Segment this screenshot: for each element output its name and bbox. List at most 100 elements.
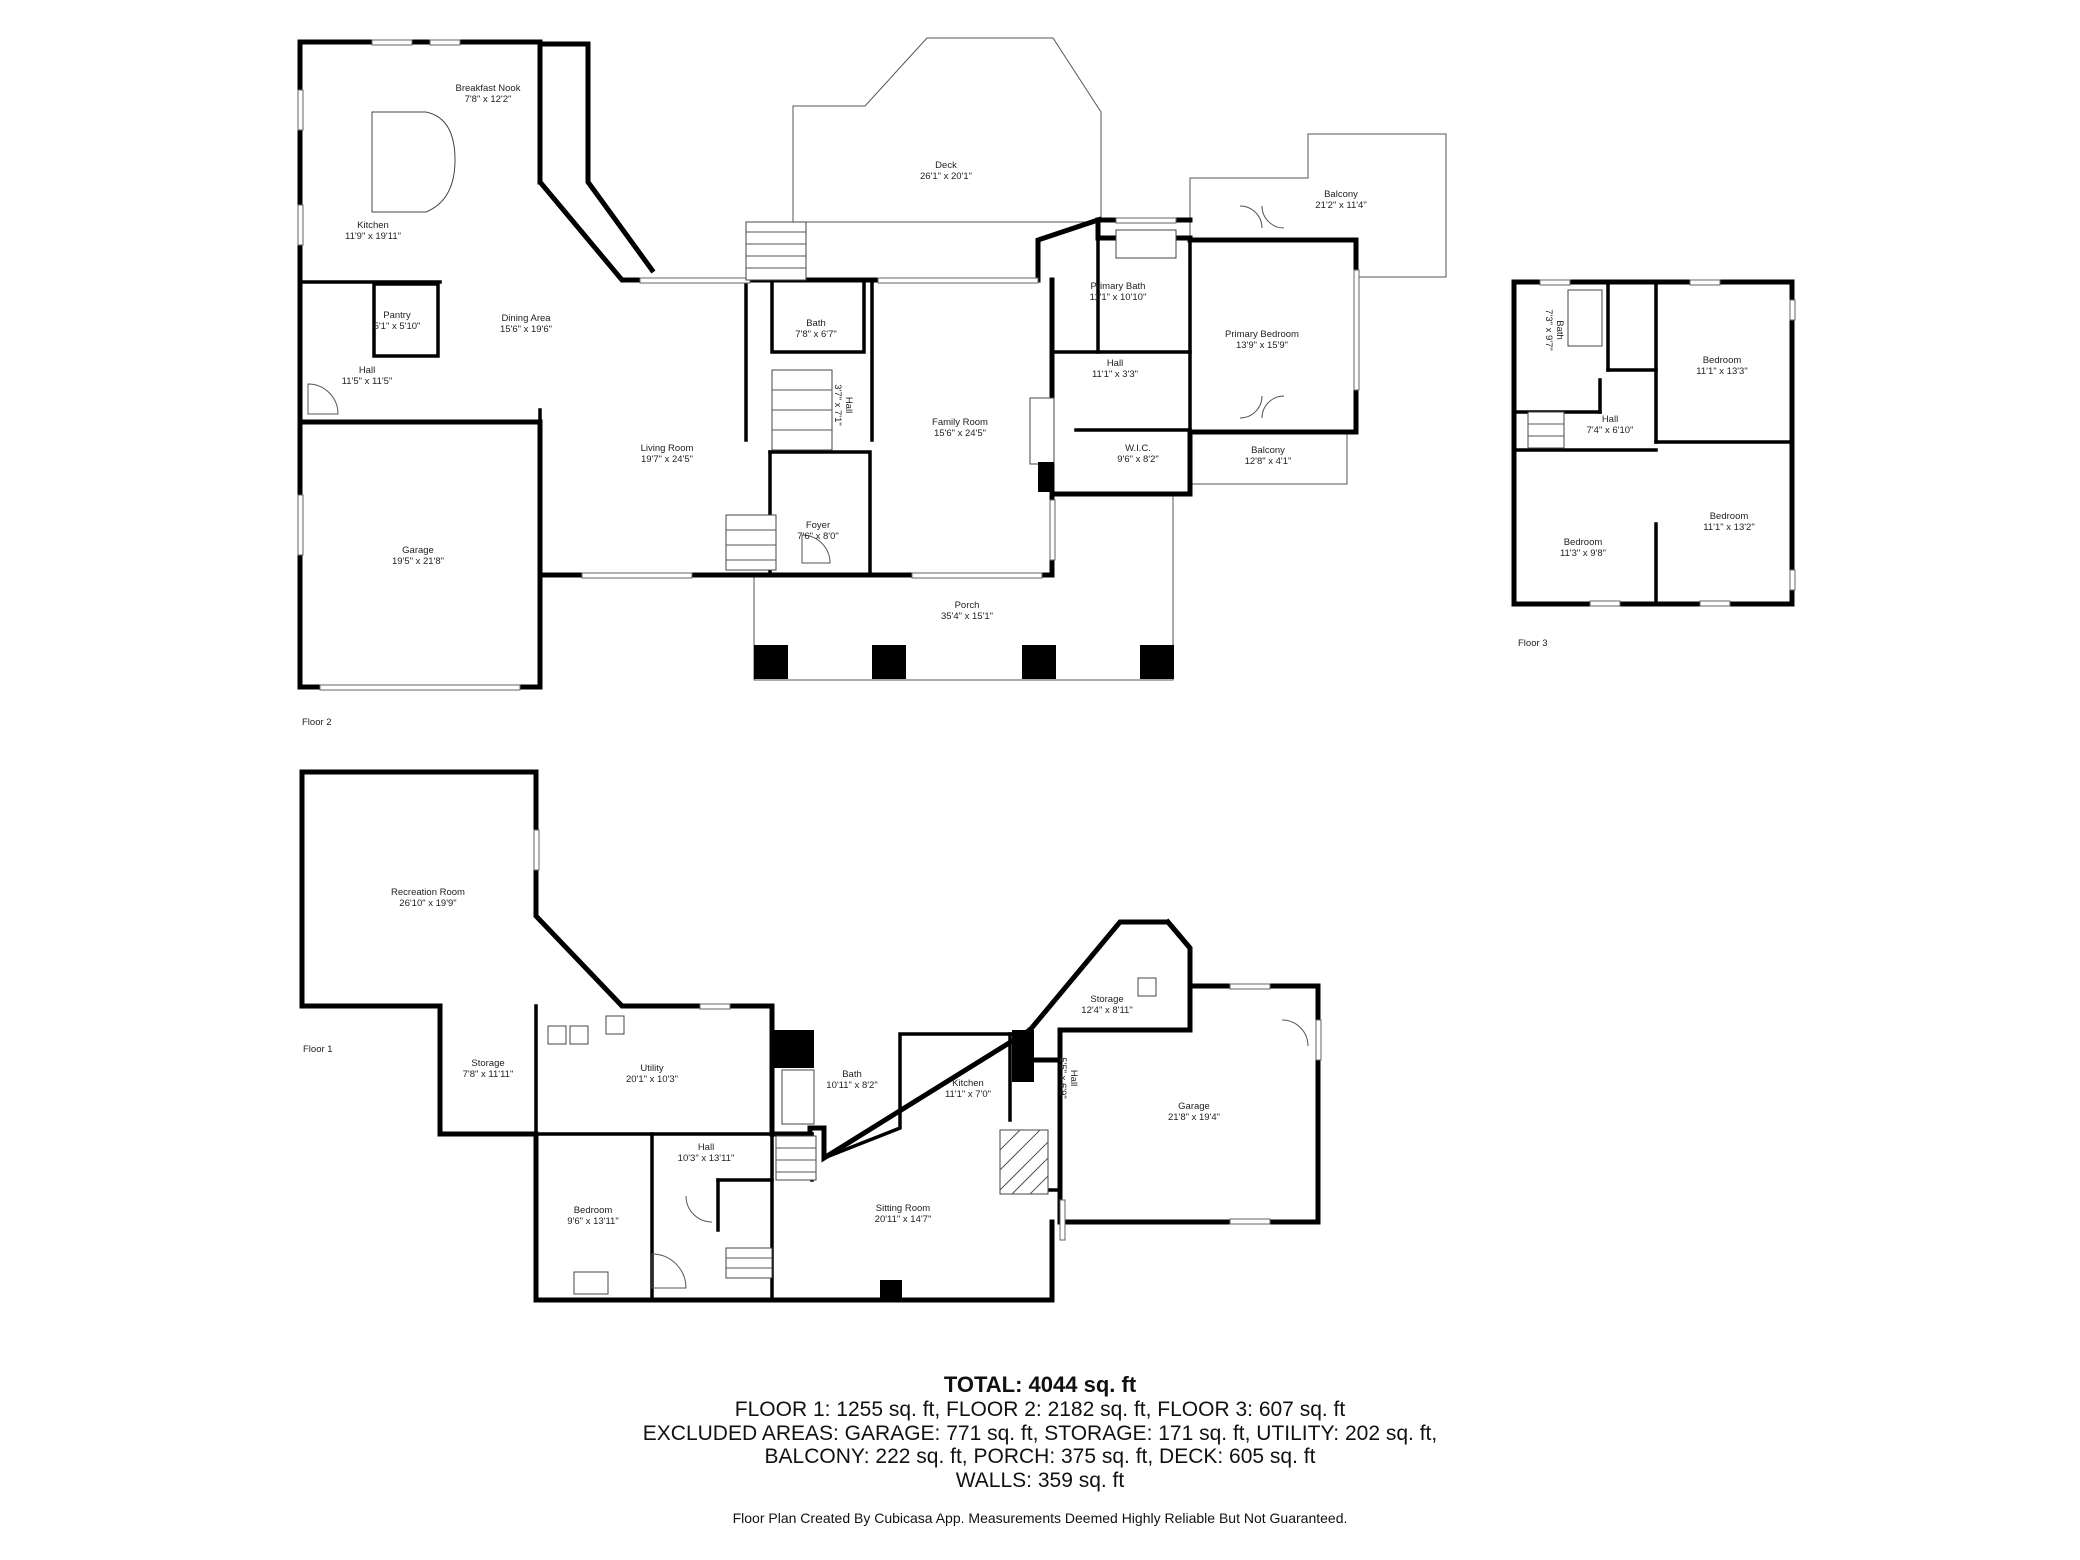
room-name: Utility	[640, 1063, 663, 1074]
room-dims: 11'9" x 19'11"	[345, 231, 401, 242]
room-name: Bedroom	[1710, 511, 1749, 522]
floor-3-label: Floor 3	[1518, 638, 1548, 649]
room-dims: 7'4" x 6'10"	[1587, 425, 1634, 436]
svg-text:Bath7'8" x 6'7": Bath7'8" x 6'7"	[795, 318, 837, 340]
room-dims: 26'1" x 20'1"	[920, 171, 972, 182]
room-dims: 13'9" x 15'9"	[1236, 340, 1288, 351]
floor-2-label: Floor 2	[302, 717, 332, 728]
room-dims: 7'8" x 6'7"	[795, 329, 837, 340]
room-name: Bath	[806, 318, 826, 329]
room-dims: 9'6" x 8'2"	[1117, 454, 1159, 465]
room-name: Pantry	[383, 310, 411, 321]
room-name: Kitchen	[357, 220, 389, 231]
svg-text:Hall5'5" x 6'9": Hall5'5" x 6'9"	[1057, 1057, 1079, 1099]
room-dims: 19'7" x 24'5"	[641, 454, 693, 465]
room-name: Hall	[843, 397, 854, 413]
room-dims: 19'5" x 21'8"	[392, 556, 444, 567]
room-name: Hall	[359, 365, 375, 376]
room-dims: 5'1" x 5'10"	[374, 321, 421, 332]
room-dims: 12'4" x 8'11"	[1081, 1005, 1132, 1016]
room-name: Garage	[402, 545, 434, 556]
floor-1-label: Floor 1	[303, 1044, 333, 1055]
room-name: Breakfast Nook	[456, 83, 521, 94]
room-dims: 11'1" x 13'2"	[1703, 522, 1754, 533]
room-name: Family Room	[932, 417, 988, 428]
excluded-areas-continued: BALCONY: 222 sq. ft, PORCH: 375 sq. ft, …	[764, 1445, 1316, 1468]
room-name: Sitting Room	[876, 1203, 930, 1214]
svg-text:W.I.C.9'6" x 8'2": W.I.C.9'6" x 8'2"	[1117, 443, 1159, 465]
total-area: TOTAL: 4044 sq. ft	[943, 1372, 1137, 1397]
room-name: Balcony	[1324, 189, 1358, 200]
room-dims: 20'11" x 14'7"	[875, 1214, 932, 1225]
floor-2-stairs	[725, 221, 833, 571]
room-name: Foyer	[806, 520, 830, 531]
floor-1-plan	[299, 769, 1322, 1303]
floor-2-plan	[297, 37, 1447, 691]
room-name: Hall	[1107, 358, 1123, 369]
floor-areas: FLOOR 1: 1255 sq. ft, FLOOR 2: 2182 sq. …	[734, 1398, 1346, 1421]
room-name: Porch	[955, 600, 980, 611]
room-dims: 11'5" x 11'5"	[342, 376, 393, 387]
room-dims: 21'8" x 19'4"	[1168, 1112, 1220, 1123]
room-name: Hall	[698, 1142, 714, 1153]
room-dims: 11'1" x 10'10"	[1090, 292, 1147, 303]
room-name: Storage	[471, 1058, 504, 1069]
room-name: Living Room	[641, 443, 694, 454]
floor-2-exterior-walls	[297, 39, 1359, 690]
room-dims: 3'7" x 7'1"	[832, 384, 843, 426]
floor-3-stairs	[1527, 411, 1565, 449]
room-dims: 21'2" x 11'4"	[1315, 200, 1366, 211]
room-name: Bedroom	[1703, 355, 1742, 366]
excluded-areas: EXCLUDED AREAS: GARAGE: 771 sq. ft, STOR…	[642, 1421, 1438, 1445]
room-dims: 7'3" x 9'7"	[1543, 309, 1554, 351]
room-dims: 12'8" x 4'1"	[1245, 456, 1292, 467]
room-dims: 20'1" x 10'3"	[626, 1074, 678, 1085]
svg-text:Hall3'7" x 7'1": Hall3'7" x 7'1"	[832, 384, 854, 426]
floor-1-fireplace	[999, 1129, 1049, 1195]
room-name: Hall	[1068, 1070, 1079, 1086]
room-name: Recreation Room	[391, 887, 465, 898]
room-dims: 10'3" x 13'11"	[678, 1153, 735, 1164]
room-dims: 15'6" x 19'6"	[500, 324, 552, 335]
room-dims: 7'8" x 12'2"	[465, 94, 512, 105]
room-dims: 9'6" x 13'11"	[567, 1216, 618, 1227]
area-summary: TOTAL: 4044 sq. ft FLOOR 1: 1255 sq. ft,…	[0, 1372, 2080, 1526]
floor-1-stairs	[725, 1135, 817, 1279]
room-dims: 26'10" x 19'9"	[399, 898, 456, 909]
room-dims: 11'1" x 13'3"	[1696, 366, 1747, 377]
room-dims: 11'3" x 9'8"	[1560, 548, 1606, 559]
room-dims: 7'6" x 8'0"	[797, 531, 839, 542]
room-name: Primary Bath	[1091, 281, 1146, 292]
room-name: Deck	[935, 160, 957, 171]
room-name: W.I.C.	[1125, 443, 1151, 454]
room-name: Kitchen	[952, 1078, 984, 1089]
room-name: Storage	[1090, 994, 1123, 1005]
